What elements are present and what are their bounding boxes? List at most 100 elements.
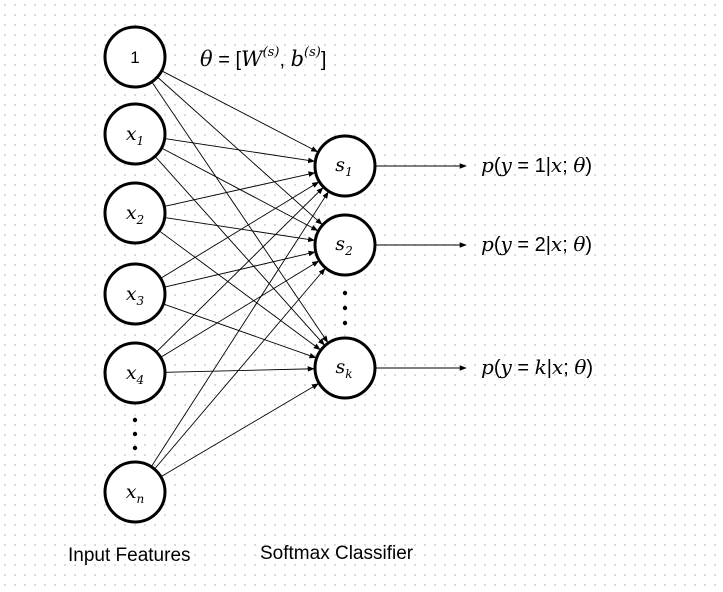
prob-close-paren: ) bbox=[585, 155, 592, 177]
edge-x1-to-s1 bbox=[164, 138, 316, 164]
input-node-x2-sub: 2 bbox=[136, 213, 145, 227]
input-node-x3-sub: 3 bbox=[137, 294, 145, 308]
input-features-caption: Input Features bbox=[68, 545, 191, 566]
prob-x: x bbox=[552, 355, 563, 379]
input-ellipsis-dot bbox=[132, 445, 138, 451]
prob-close-paren: ) bbox=[585, 234, 592, 256]
probability-class-k: p(y = k|x; θ) bbox=[481, 355, 593, 379]
prob-y: y bbox=[499, 232, 512, 256]
input-node-x4-var: x bbox=[126, 362, 137, 384]
edge-x1-to-sk bbox=[154, 156, 325, 346]
prob-theta: θ bbox=[573, 153, 585, 177]
edge-bias-to-sk bbox=[151, 81, 329, 343]
edge-x4-to-sk bbox=[164, 366, 315, 373]
input-node-x3-label: x3 bbox=[126, 283, 145, 308]
edge-bias-to-s2 bbox=[157, 76, 323, 225]
input-node-x4 bbox=[103, 341, 167, 405]
prob-semicolon: ; bbox=[562, 234, 573, 256]
output-node-s2 bbox=[313, 213, 377, 277]
prob-class-value: 1 bbox=[535, 155, 546, 177]
prob-semicolon: ; bbox=[562, 155, 573, 177]
bias-superscript: (s) bbox=[304, 45, 321, 60]
prob-close-paren: ) bbox=[586, 357, 593, 379]
prob-class-value: k bbox=[535, 355, 547, 379]
prob-equals: = bbox=[512, 155, 535, 177]
equals-bracket: = [ bbox=[213, 49, 242, 71]
output-node-sk bbox=[313, 336, 377, 400]
output-ellipsis-dot bbox=[342, 290, 348, 296]
output-node-s1-var: s bbox=[335, 154, 345, 176]
input-node-x2-var: x bbox=[126, 202, 137, 224]
parameter-formula: θ = [W(s), b(s)] bbox=[200, 45, 326, 71]
input-ellipsis-dot bbox=[132, 431, 138, 437]
prob-given-bar: | bbox=[546, 234, 551, 256]
input-node-x1-label: x1 bbox=[126, 123, 144, 148]
input-node-bias-label: 1 bbox=[130, 48, 139, 67]
prob-given-bar: | bbox=[546, 155, 551, 177]
softmax-classifier-caption: Softmax Classifier bbox=[260, 543, 414, 564]
prob-p: p bbox=[481, 355, 494, 379]
edge-bias-to-s1 bbox=[161, 70, 319, 153]
closing-bracket: ] bbox=[321, 49, 327, 71]
input-node-x4-sub: 4 bbox=[136, 373, 145, 387]
output-ellipsis-dot bbox=[342, 305, 348, 311]
edge-x2-to-s2 bbox=[164, 217, 316, 243]
probability-class-2: p(y = 2|x; θ) bbox=[481, 232, 592, 256]
weight-symbol: W bbox=[241, 47, 265, 71]
prob-x: x bbox=[551, 153, 562, 177]
prob-open-paren: ( bbox=[494, 155, 501, 177]
output-node-s1-label: s1 bbox=[335, 154, 352, 179]
input-node-x4-label: x4 bbox=[126, 362, 144, 387]
prob-semicolon: ; bbox=[563, 357, 574, 379]
prob-theta: θ bbox=[574, 355, 586, 379]
prob-class-value: 2 bbox=[535, 234, 546, 256]
edge-xn-to-sk bbox=[160, 383, 319, 478]
output-node-s2-label: s2 bbox=[335, 233, 352, 258]
input-node-xn-var: x bbox=[126, 481, 137, 503]
output-to-probability-edges bbox=[375, 163, 467, 371]
edge-x4-to-s1 bbox=[156, 187, 324, 353]
edge-x2-to-sk bbox=[158, 230, 321, 351]
bias-symbol: b bbox=[291, 47, 304, 71]
output-node-sk-var: s bbox=[335, 356, 345, 378]
input-node-x2-label: x2 bbox=[126, 202, 144, 227]
output-node-s2-sub: 2 bbox=[344, 244, 353, 258]
input-node-x1 bbox=[103, 102, 167, 166]
input-node-xn-label: xn bbox=[126, 481, 144, 506]
input-node-xn bbox=[103, 460, 167, 524]
prob-p: p bbox=[481, 153, 494, 177]
prob-given-bar: | bbox=[547, 357, 552, 379]
prob-x: x bbox=[551, 232, 562, 256]
edge-xn-to-s2 bbox=[154, 268, 326, 470]
prob-open-paren: ( bbox=[494, 234, 501, 256]
prob-y: y bbox=[499, 355, 512, 379]
theta-symbol: θ bbox=[200, 47, 213, 71]
output-node-s2-var: s bbox=[335, 233, 345, 255]
input-layer: 1 x1 x2 x3 x4 xn bbox=[103, 25, 167, 524]
output-node-sk-sub: k bbox=[345, 367, 352, 381]
output-node-s1 bbox=[313, 134, 377, 198]
probability-class-1: p(y = 1|x; θ) bbox=[481, 153, 592, 177]
edge-x3-to-s1 bbox=[160, 181, 320, 279]
input-node-bias bbox=[103, 25, 167, 89]
input-node-x3 bbox=[103, 262, 167, 326]
input-node-x2 bbox=[103, 181, 167, 245]
edge-xn-to-s1 bbox=[150, 191, 329, 468]
input-node-xn-sub: n bbox=[136, 492, 144, 506]
prob-theta: θ bbox=[573, 232, 585, 256]
prob-p: p bbox=[481, 232, 494, 256]
output-node-s1-sub: 1 bbox=[345, 165, 353, 179]
probability-labels: p(y = 1|x; θ) p(y = 2|x; θ) p(y = k|x; θ… bbox=[481, 153, 593, 379]
input-to-output-edges bbox=[150, 70, 329, 478]
prob-equals: = bbox=[512, 234, 535, 256]
input-node-x3-var: x bbox=[126, 283, 137, 305]
input-node-x1-var: x bbox=[126, 123, 137, 145]
output-layer: s1 s2 sk bbox=[313, 134, 377, 400]
output-ellipsis-dot bbox=[342, 320, 348, 326]
output-node-sk-label: sk bbox=[335, 356, 352, 381]
prob-y: y bbox=[499, 153, 512, 177]
input-node-x1-sub: 1 bbox=[137, 134, 145, 148]
input-ellipsis-dot bbox=[132, 417, 138, 423]
weight-superscript: (s) bbox=[263, 45, 280, 60]
edge-x2-to-s1 bbox=[164, 171, 316, 207]
